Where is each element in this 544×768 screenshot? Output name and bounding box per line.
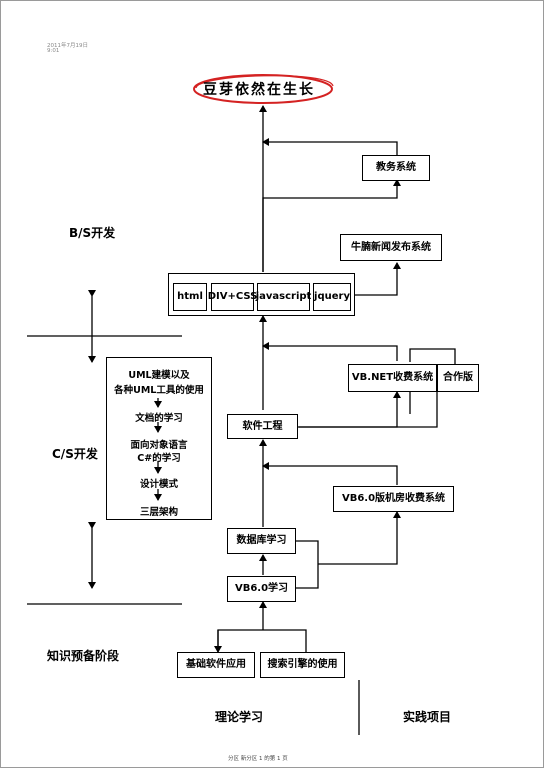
uml-item: C#的学习 xyxy=(137,453,181,464)
column-practice-label: 实践项目 xyxy=(403,710,452,724)
page-title: 豆芽依然在生长 xyxy=(203,82,315,98)
page-footer: 分区 新分区 1 的第 1 页 xyxy=(228,756,288,762)
web-box-javascript: javascript xyxy=(256,283,311,311)
theory-basic-software: 基础软件应用 xyxy=(177,652,255,678)
theory-software-engineering: 软件工程 xyxy=(227,414,298,439)
web-tech-group xyxy=(168,273,355,316)
uml-item: 各种UML工具的使用 xyxy=(114,385,204,396)
phase-cs-label: C/S开发 xyxy=(52,447,98,461)
web-box-divcss: DIV+CSS xyxy=(208,283,257,311)
project-vbnet: VB.NET收费系统 xyxy=(348,364,437,392)
column-theory-label: 理论学习 xyxy=(215,710,264,724)
phase-knowledge-label: 知识预备阶段 xyxy=(47,649,120,663)
header-date: 2011年7月19日 xyxy=(47,43,88,49)
theory-search-engine: 搜索引擎的使用 xyxy=(260,652,345,678)
project-jiaowu: 教务系统 xyxy=(362,155,430,181)
uml-item: 设计模式 xyxy=(139,479,178,490)
uml-item: UML建模以及 xyxy=(128,370,190,381)
web-box-jquery: jquery xyxy=(313,283,351,311)
phase-bs-label: B/S开发 xyxy=(69,226,116,240)
header-time: 9:01 xyxy=(47,48,60,54)
project-niuxiang-news: 牛腩新闻发布系统 xyxy=(340,234,442,261)
uml-item: 文档的学习 xyxy=(135,413,183,424)
theory-vb6: VB6.0学习 xyxy=(227,576,296,602)
uml-item: 面向对象语言 xyxy=(130,440,188,451)
title-oval xyxy=(193,74,333,104)
project-hezuo: 合作版 xyxy=(437,364,479,392)
project-vb6-billing: VB6.0版机房收费系统 xyxy=(333,486,454,512)
web-box-html: html xyxy=(173,283,207,311)
uml-item: 三层架构 xyxy=(139,507,178,518)
theory-database: 数据库学习 xyxy=(227,528,296,554)
uml-topic-list: UML建模以及 各种UML工具的使用 文档的学习 面向对象语言 C#的学习 设计… xyxy=(106,357,212,520)
